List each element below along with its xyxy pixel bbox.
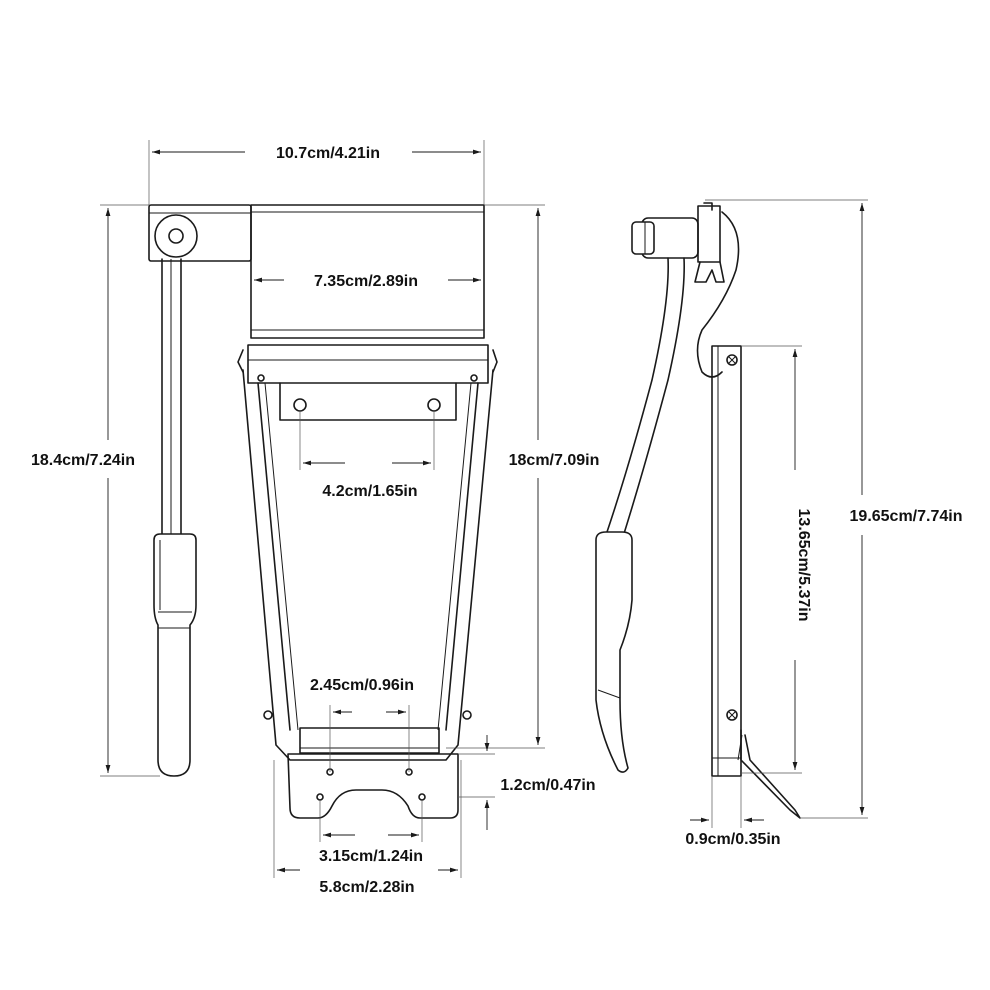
label-top-width: 10.7cm/4.21in [276,145,380,162]
dimension-middle-height: 18cm/7.09in [446,204,600,749]
side-pivot-icon [631,202,725,283]
pivot-bushing-icon [154,214,198,258]
label-bottom-hole-spacing: 3.15cm/1.24in [319,848,423,865]
dimension-inner-width: 7.35cm/2.89in [254,273,481,290]
dimension-left-height: 18.4cm/7.24in [31,204,160,777]
dimension-mount-holes: 4.2cm/1.65in [299,411,435,500]
side-screw-bottom-icon [726,709,738,721]
top-plate-front [250,204,485,339]
label-side-total-height: 19.65cm/7.74in [850,508,963,525]
label-mount-holes: 4.2cm/1.65in [322,483,417,500]
dimension-top-width: 10.7cm/4.21in [148,140,485,205]
dimension-bottom-thickness: 1.2cm/0.47in [458,735,596,830]
label-side-inner-height: 13.65cm/5.37in [795,509,812,622]
tremolo-side-view [595,202,801,819]
bridge-body-front [237,344,498,819]
label-bottom-holes: 2.45cm/0.96in [310,677,414,694]
dimension-bottom-holes: 2.45cm/0.96in [310,677,414,772]
label-bottom-width: 5.8cm/2.28in [319,879,414,896]
label-bottom-thickness: 1.2cm/0.47in [500,777,595,794]
dimension-bottom-hole-spacing: 3.15cm/1.24in [319,800,423,865]
dimension-side-total-height: 19.65cm/7.74in [705,199,963,819]
dimension-side-inner-height: 13.65cm/5.37in [741,345,812,774]
dimension-side-thickness: 0.9cm/0.35in [685,776,781,848]
side-screw-top-icon [726,354,738,366]
dimension-bottom-width: 5.8cm/2.28in [273,760,462,896]
tremolo-arm-front [148,204,252,777]
label-inner-width: 7.35cm/2.89in [314,273,418,290]
label-middle-height: 18cm/7.09in [509,452,600,469]
label-side-thickness: 0.9cm/0.35in [685,831,780,848]
label-left-height: 18.4cm/7.24in [31,452,135,469]
